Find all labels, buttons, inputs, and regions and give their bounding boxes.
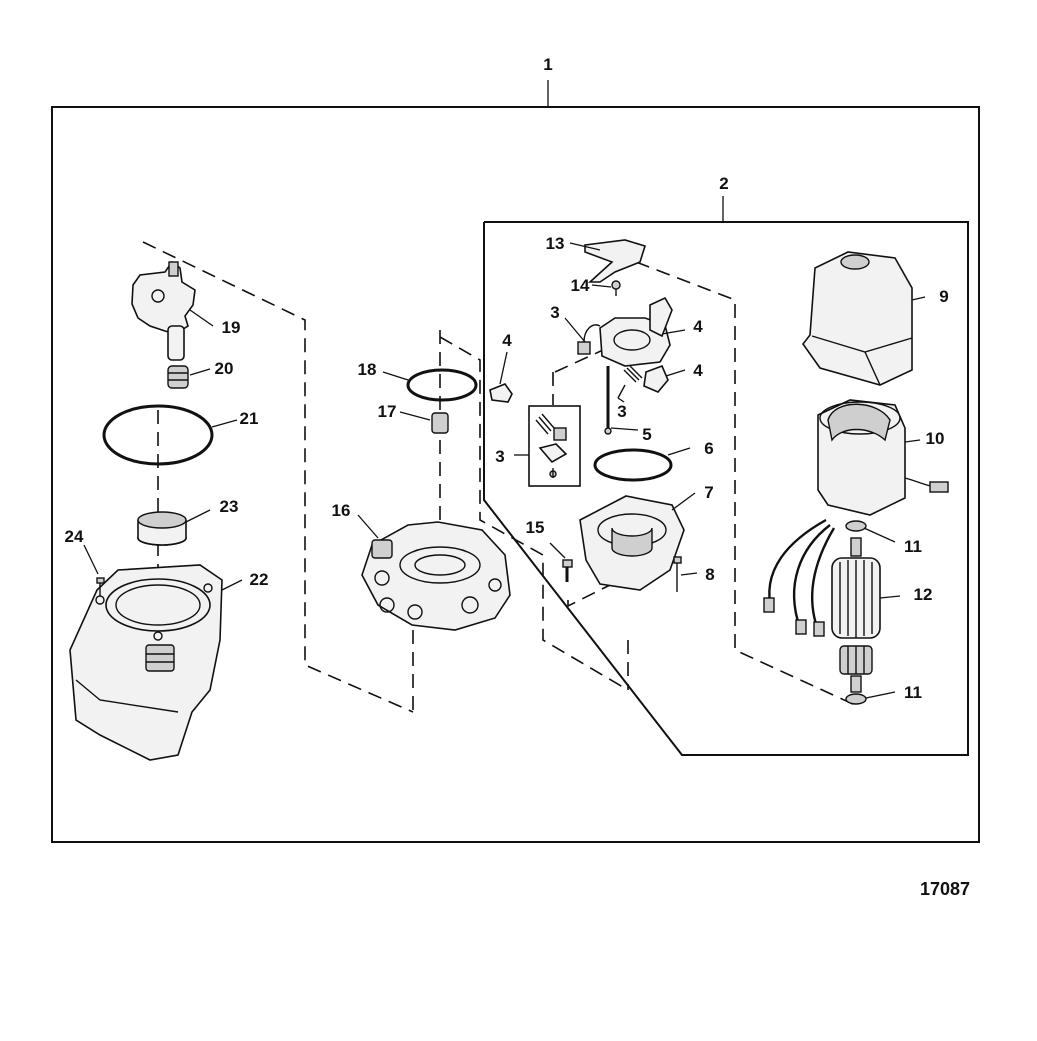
guide-line-screw15: [567, 579, 621, 608]
callout-1: 1: [543, 55, 552, 74]
filter-part-20: [167, 365, 189, 389]
callout-4-lower-right: 4: [693, 361, 703, 380]
callout-9: 9: [939, 287, 948, 306]
callout-6: 6: [704, 439, 713, 458]
guide-line-brush: [554, 349, 604, 373]
screw-part-15: [562, 559, 573, 582]
guide-line-center: [439, 336, 629, 691]
assembly-frame: [51, 106, 980, 843]
callout-21: 21: [240, 409, 259, 428]
callout-leaders: [83, 242, 926, 699]
callout-16: 16: [332, 501, 351, 520]
armature-part: [831, 537, 881, 693]
callout-8: 8: [705, 565, 714, 584]
callout-22: 22: [250, 570, 269, 589]
screw-part-24: [96, 577, 105, 596]
callout-19: 19: [222, 318, 241, 337]
callout-11-lower: 11: [904, 683, 922, 702]
pump-body-part: [361, 521, 511, 631]
callout-11-upper: 11: [904, 537, 922, 556]
oring-part-6: [593, 448, 673, 482]
callout-3-box: 3: [495, 447, 504, 466]
oring-part-21: [102, 404, 214, 466]
end-cap-part: [579, 495, 685, 591]
brush-plate-part: [577, 296, 673, 367]
callout-2: 2: [719, 174, 728, 193]
callout-23: 23: [220, 497, 239, 516]
callout-5: 5: [642, 425, 651, 444]
brush-detail-part: [535, 413, 568, 478]
callout-3-top: 3: [550, 303, 559, 322]
brush-spring-part: [617, 365, 643, 399]
brush-holder-clip-4c: [643, 364, 669, 393]
field-housing-part: [817, 399, 949, 516]
washer-part-11a: [845, 520, 867, 532]
callout-17: 17: [378, 402, 397, 421]
callout-4-left: 4: [502, 331, 512, 350]
figure-number: 17087: [920, 879, 970, 899]
callout-13: 13: [546, 234, 565, 253]
motor-wire-leads: [763, 518, 836, 637]
reservoir-part: [69, 564, 223, 761]
filter-part-17: [431, 412, 449, 434]
screw-part-14: [611, 280, 621, 296]
motor-assembly-frame: [483, 221, 969, 756]
callout-15: 15: [526, 518, 545, 537]
callout-3-middle: 3: [617, 402, 626, 421]
callout-14: 14: [571, 276, 590, 295]
pump-gear-part: [131, 260, 196, 361]
fill-cap-part: [137, 511, 187, 546]
through-bolt-part: [604, 366, 612, 435]
guide-line-right: [635, 261, 856, 706]
callout-7: 7: [704, 483, 713, 502]
brush-detail-box: [528, 405, 581, 487]
motor-cover-part: [802, 251, 913, 386]
callout-24: 24: [65, 527, 84, 546]
ground-strap-part: [584, 239, 647, 283]
callout-20: 20: [215, 359, 234, 378]
washer-part-11b: [845, 693, 867, 705]
screw-part-8: [673, 556, 682, 592]
callout-10: 10: [926, 429, 945, 448]
guide-line-left: [142, 241, 414, 713]
brush-holder-clip-4a: [489, 383, 513, 403]
callout-18: 18: [358, 360, 377, 379]
callout-4-upper-right: 4: [693, 317, 703, 336]
oring-part-18: [406, 368, 478, 402]
callout-12: 12: [914, 585, 933, 604]
